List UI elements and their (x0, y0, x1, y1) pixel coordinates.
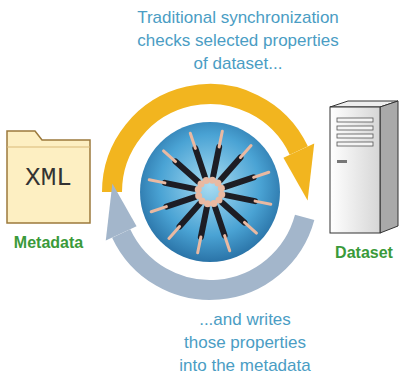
swimmer-figures (149, 131, 271, 253)
server-side (380, 101, 398, 233)
drive-slot (337, 126, 373, 130)
drive-slot (337, 142, 373, 146)
drive-slot (337, 118, 373, 122)
swimmer-body (176, 162, 198, 182)
node-text: XML (5, 163, 92, 193)
arrow-head (283, 143, 314, 200)
swimmer-legs (254, 172, 269, 177)
swimmer-head (218, 185, 225, 192)
node-heading: Metadata (14, 233, 83, 253)
swimmer-body (221, 158, 241, 180)
swimmer-body (195, 148, 205, 176)
sync-arrow (112, 94, 314, 201)
arrow-body (121, 217, 304, 290)
swimmer-legs (240, 146, 251, 158)
sync-arrow (106, 183, 305, 290)
swimmer-head (203, 177, 210, 184)
swimmer-body (165, 183, 194, 189)
folder-flap (7, 147, 90, 148)
swimmer-legs (244, 222, 256, 233)
swimmer-body (226, 195, 255, 201)
arrow-head (106, 183, 137, 240)
edge-label: Traditional synchronization checks selec… (131, 6, 345, 75)
node-heading: Dataset (335, 243, 393, 263)
server-button (337, 160, 347, 163)
swimmer-legs (198, 237, 201, 253)
swimmer-legs (219, 131, 222, 147)
metadata-folder: XMLMetadata (5, 125, 92, 225)
edge-label: ...and writes those properties into the … (177, 308, 313, 377)
swimmer-body (213, 147, 219, 176)
swimmer-body (225, 177, 253, 187)
swimmers-photo (140, 122, 280, 262)
swimmer-body (180, 204, 200, 226)
swimmer-body (166, 197, 194, 207)
swimmer-head (210, 200, 217, 207)
swimmer-legs (225, 236, 230, 251)
swimmer-legs (255, 201, 271, 204)
drive-slot (337, 134, 373, 138)
swimmer-legs (149, 180, 165, 183)
arrow-body (112, 94, 299, 192)
server-front (330, 107, 380, 233)
dataset-server-icon (328, 100, 400, 235)
swimmer-legs (169, 226, 180, 238)
swimmer-legs (164, 151, 176, 162)
swimmer-body (222, 203, 244, 223)
dataset-server: Dataset (328, 100, 400, 235)
swimmer-body (201, 208, 207, 237)
swimmer-legs (190, 133, 195, 148)
swimmer-body (215, 207, 225, 235)
swimmer-head (195, 192, 202, 199)
swimmer-legs (151, 207, 166, 212)
